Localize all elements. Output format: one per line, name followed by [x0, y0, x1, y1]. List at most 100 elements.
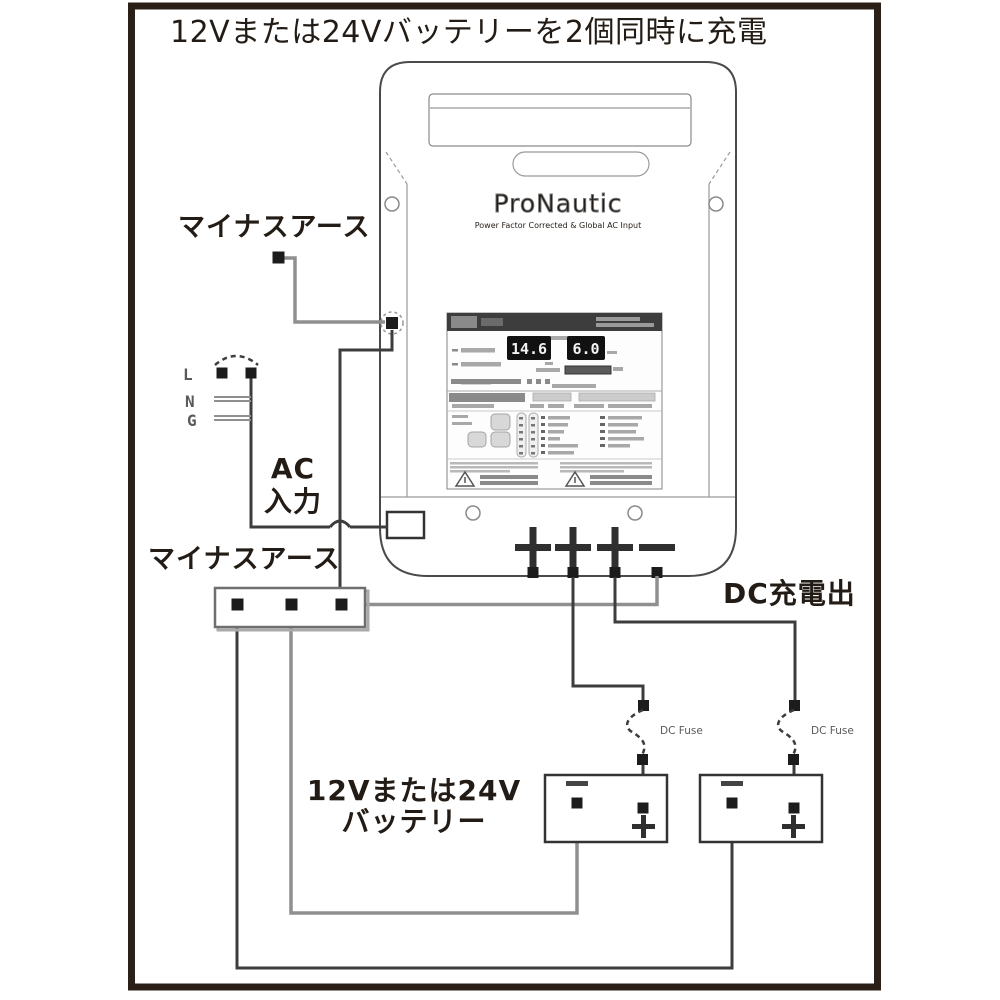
ac-feed-wire-hop — [328, 519, 352, 529]
control-panel: 14.6 6.0 — [446, 312, 663, 490]
led-rows — [519, 417, 535, 455]
fuse-squiggle — [776, 708, 797, 756]
label-dc-output: DC充電出 — [723, 577, 856, 610]
button-label-bar — [452, 415, 468, 418]
label-L: L — [183, 365, 193, 384]
label-battery-2: バッテリー — [341, 805, 486, 838]
battery-1 — [543, 773, 669, 844]
busbar-stud — [335, 598, 348, 611]
digit-mark — [527, 379, 532, 384]
label-N: N — [185, 392, 195, 411]
ground-busbar — [213, 586, 370, 632]
digit-mark — [536, 379, 541, 384]
warning-icon — [564, 470, 586, 487]
label-ac-input-2: 入力 — [264, 485, 322, 518]
section-chip — [578, 392, 656, 402]
label-ac-input-1: AC — [271, 452, 315, 485]
charger-handle-recess — [428, 93, 692, 147]
progress-unit-bar — [613, 367, 623, 371]
led-labels — [541, 416, 578, 455]
minus-mark-icon — [721, 781, 743, 786]
battery-pos-stud — [637, 802, 649, 814]
dc-fuse-2: DC Fuse — [776, 700, 854, 765]
condition-labels — [600, 416, 644, 448]
screw-hole-icon — [708, 196, 724, 212]
label-G: G — [187, 411, 197, 430]
brand-tagline: Power Factor Corrected & Global AC Input — [475, 221, 642, 230]
plus-mark-icon — [641, 815, 646, 838]
led-column — [528, 412, 539, 458]
dc-terminal-studs — [527, 567, 663, 578]
screw-hole-icon — [384, 196, 400, 212]
amp-unit-bar — [607, 351, 617, 354]
charger-unit: ProNautic Power Factor Corrected & Globa… — [379, 61, 737, 578]
ground-lug-stud — [272, 251, 285, 264]
battery1-negative-return — [289, 610, 579, 915]
ac-feed-wire — [249, 378, 330, 529]
digit-mark — [545, 379, 550, 384]
amp-display — [567, 336, 605, 360]
amp-reading: 6.0 — [572, 340, 599, 358]
busbar-stud — [231, 598, 244, 611]
ac-source: L N G — [183, 354, 259, 430]
battery-neg-stud — [726, 797, 738, 809]
fuse-stud — [788, 754, 799, 765]
volt-unit-bar — [545, 362, 553, 365]
battery-pos-stud — [788, 802, 800, 814]
ac-jumper-arc — [214, 354, 259, 366]
panel-button — [467, 431, 487, 448]
section-chip — [532, 392, 572, 402]
ground-wire-top — [284, 256, 385, 324]
charger-vent-pill — [512, 151, 650, 177]
ac-terminal-stud — [245, 367, 257, 379]
panel-subtitle-bar — [510, 336, 598, 340]
battery2-negative-return — [235, 610, 734, 970]
section-chip-selected — [449, 393, 525, 402]
led-column — [516, 412, 527, 458]
charge-progress-bar — [564, 365, 612, 375]
plus-mark-icon — [791, 815, 796, 838]
positive-wire-battery2 — [613, 577, 797, 701]
ground-wire-to-busbar — [338, 330, 394, 600]
warning-row — [454, 470, 652, 487]
label-ground-bottom: マイナスアース — [148, 544, 341, 575]
diagram-title: 12Vまたは24Vバッテリーを2個同時に充電 — [170, 15, 767, 50]
button-label-bar — [452, 422, 472, 425]
column-header-bars — [452, 404, 652, 408]
fuse-stud — [637, 754, 648, 765]
fuse-stud — [789, 700, 800, 711]
plus-terminal-icon — [529, 527, 537, 568]
dc-terminal-symbols — [515, 527, 675, 568]
minus-mark-icon — [566, 781, 588, 786]
busbar-to-negative-wire — [352, 576, 659, 607]
panel-logo — [451, 316, 477, 328]
ac-inlet-port — [385, 510, 426, 540]
minus-terminal-icon — [639, 544, 675, 551]
battery-2 — [698, 773, 824, 844]
battery-body — [543, 773, 669, 844]
fuse2-label: DC Fuse — [811, 725, 854, 737]
panel-header-text-bar — [596, 317, 640, 321]
panel-header-bar — [447, 313, 662, 331]
ground-screw-ring — [380, 311, 404, 335]
mode-text-bar — [451, 379, 521, 384]
label-battery-1: 12Vまたは24V — [307, 774, 521, 807]
fine-print-bars — [450, 462, 652, 473]
label-ground-top: マイナスアース — [178, 212, 371, 243]
ground-screw-stud — [386, 317, 398, 329]
bevel-left — [385, 151, 408, 185]
fuse-squiggle — [625, 708, 646, 756]
positive-wire-battery1 — [571, 577, 645, 701]
brand-name: ProNautic — [493, 189, 622, 218]
progress-label-bar — [536, 368, 560, 372]
busbar-stud — [285, 598, 298, 611]
bevel-right — [708, 151, 731, 185]
panel-button — [490, 413, 511, 431]
panel-button — [490, 431, 511, 448]
ac-terminal-stud — [216, 367, 228, 379]
plus-terminal-icon — [569, 527, 577, 568]
battery-neg-stud — [571, 797, 583, 809]
screw-hole-icon — [465, 505, 481, 521]
